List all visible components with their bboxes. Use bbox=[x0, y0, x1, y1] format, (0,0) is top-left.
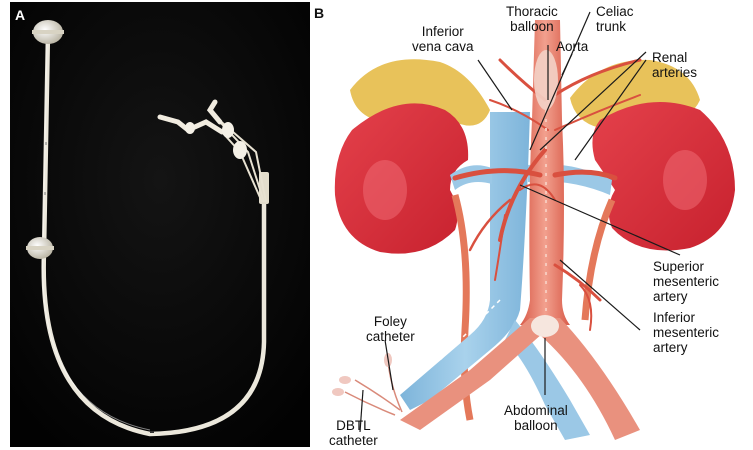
panel-a-letter: A bbox=[15, 7, 25, 23]
label-renal-arteries-line-1: Renal bbox=[652, 50, 697, 65]
label-dbtl-catheter-line-2: catheter bbox=[329, 433, 378, 448]
label-thoracic-balloon: Thoracic balloon bbox=[506, 4, 558, 34]
thoracic-balloon-shape bbox=[534, 50, 558, 110]
label-inferior-vena-cava-line-2: vena cava bbox=[412, 39, 474, 54]
label-abdominal-balloon-line-2: balloon bbox=[504, 418, 568, 433]
label-aorta: Aorta bbox=[556, 39, 588, 54]
catheter-ends bbox=[345, 360, 402, 415]
label-foley-catheter: Foley catheter bbox=[366, 314, 415, 344]
label-inferior-mesenteric-line-1: Inferior bbox=[653, 310, 719, 325]
label-superior-mesenteric-line-1: Superior bbox=[653, 259, 719, 274]
panel-b-letter: B bbox=[314, 5, 324, 21]
label-renal-arteries: Renal arteries bbox=[652, 50, 697, 80]
label-superior-mesenteric-line-3: artery bbox=[653, 289, 719, 304]
label-abdominal-balloon-line-1: Abdominal bbox=[504, 403, 568, 418]
label-renal-arteries-line-2: arteries bbox=[652, 65, 697, 80]
label-celiac-trunk-line-1: Celiac bbox=[596, 4, 634, 19]
label-superior-mesenteric-artery: Superior mesenteric artery bbox=[653, 259, 719, 304]
label-dbtl-catheter-line-1: DBTL bbox=[329, 418, 378, 433]
label-inferior-vena-cava: Inferior vena cava bbox=[412, 24, 474, 54]
label-foley-catheter-line-1: Foley bbox=[366, 314, 415, 329]
label-dbtl-catheter: DBTL catheter bbox=[329, 418, 378, 448]
label-thoracic-balloon-line-1: Thoracic bbox=[506, 4, 558, 19]
label-superior-mesenteric-line-2: mesenteric bbox=[653, 274, 719, 289]
label-inferior-vena-cava-line-1: Inferior bbox=[412, 24, 474, 39]
label-inferior-mesenteric-artery: Inferior mesenteric artery bbox=[653, 310, 719, 355]
label-inferior-mesenteric-line-2: mesenteric bbox=[653, 325, 719, 340]
abdominal-balloon-shape bbox=[531, 315, 559, 337]
label-inferior-mesenteric-line-3: artery bbox=[653, 340, 719, 355]
label-abdominal-balloon: Abdominal balloon bbox=[504, 403, 568, 433]
label-celiac-trunk: Celiac trunk bbox=[596, 4, 634, 34]
label-thoracic-balloon-line-2: balloon bbox=[506, 19, 558, 34]
label-celiac-trunk-line-2: trunk bbox=[596, 19, 634, 34]
label-aorta-line-1: Aorta bbox=[556, 39, 588, 54]
label-foley-catheter-line-2: catheter bbox=[366, 329, 415, 344]
